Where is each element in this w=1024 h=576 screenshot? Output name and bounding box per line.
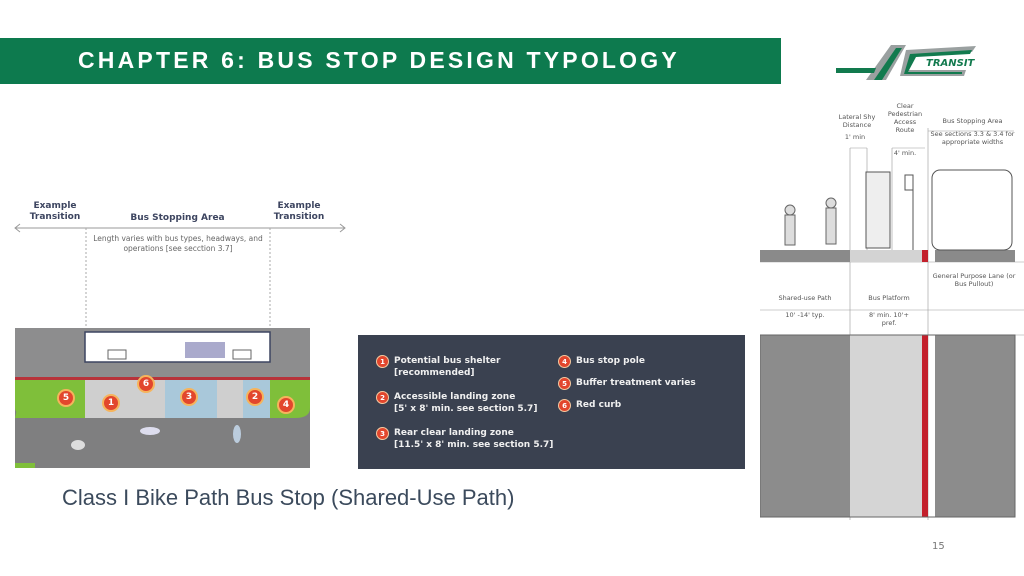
marker-4: 4 bbox=[277, 396, 295, 414]
marker-2: 2 bbox=[246, 388, 264, 406]
marker-5: 5 bbox=[57, 389, 75, 407]
col-bus-platform: Bus Platform bbox=[868, 294, 910, 302]
right-transition-label: Example Transition bbox=[273, 201, 325, 222]
plan-view-diagram: 1 2 3 4 5 6 bbox=[15, 328, 310, 468]
legend-text: Rear clear landing zone bbox=[394, 428, 514, 438]
shy-dim: 1' min bbox=[844, 133, 866, 141]
figure-caption: Class I Bike Path Bus Stop (Shared-Use P… bbox=[62, 485, 515, 510]
legend-item-2: 2 Accessible landing zone [5' x 8' min. se… bbox=[376, 391, 537, 415]
legend-text: Red curb bbox=[576, 400, 622, 410]
col-shared-path: Shared-use Path bbox=[778, 294, 832, 302]
legend-item-4: 4 Bus stop pole bbox=[558, 355, 645, 368]
legend-item-3: 3 Rear clear landing zone [11.5' x 8' min.… bbox=[376, 427, 553, 451]
legend-num: 6 bbox=[558, 399, 571, 412]
legend-num: 5 bbox=[558, 377, 571, 390]
shy-label: Lateral Shy Distance bbox=[838, 113, 876, 129]
stop-area-note: See sections 3.3 & 3.4 for appropriate w… bbox=[930, 130, 1015, 146]
legend-num: 3 bbox=[376, 427, 389, 440]
legend-item-1: 1 Potential bus shelter [recommended] bbox=[376, 355, 500, 379]
col-shared-path-dim: 10' -14' typ. bbox=[785, 311, 825, 319]
clear-route-dim: 4' min. bbox=[893, 149, 917, 157]
marker-1: 1 bbox=[102, 394, 120, 412]
dimension-lines bbox=[14, 223, 346, 332]
stop-area-label: Bus Stopping Area bbox=[942, 117, 1003, 125]
legend-box: 1 Potential bus shelter [recommended] 2 Acc… bbox=[358, 335, 745, 469]
left-transition-label: Example Transition bbox=[29, 201, 81, 222]
logo-text: TRANSIT bbox=[926, 58, 976, 69]
legend-num: 4 bbox=[558, 355, 571, 368]
legend-item-5: 5 Buffer treatment varies bbox=[558, 377, 696, 390]
col-bus-platform-dim: 8' min. 10'+ pref. bbox=[869, 311, 909, 327]
legend-text: Bus stop pole bbox=[576, 356, 645, 366]
clear-route-label: Clear Pedestrian Access Route bbox=[887, 102, 923, 134]
legend-text: Buffer treatment varies bbox=[576, 378, 696, 388]
legend-sub: [5' x 8' min. see section 5.7] bbox=[394, 404, 538, 414]
legend-sub: [11.5' x 8' min. see section 5.7] bbox=[394, 440, 554, 450]
length-note: Length varies with bus types, headways, … bbox=[93, 234, 263, 253]
center-stopping-label: Bus Stopping Area bbox=[130, 213, 225, 223]
legend-num: 2 bbox=[376, 391, 389, 404]
page-title: CHAPTER 6: BUS STOP DESIGN TYPOLOGY bbox=[78, 47, 680, 73]
legend-text: Potential bus shelter bbox=[394, 356, 501, 366]
col-general-lane: General Purpose Lane (or Bus Pullout) bbox=[932, 272, 1016, 288]
page-number: 15 bbox=[932, 541, 945, 552]
title-banner bbox=[0, 38, 781, 84]
legend-sub: [recommended] bbox=[394, 368, 475, 378]
legend-text: Accessible landing zone bbox=[394, 392, 516, 402]
marker-3: 3 bbox=[180, 388, 198, 406]
ac-transit-logo: TRANSIT bbox=[836, 40, 986, 85]
legend-item-6: 6 Red curb bbox=[558, 399, 621, 412]
marker-6: 6 bbox=[137, 375, 155, 393]
legend-num: 1 bbox=[376, 355, 389, 368]
cross-section-diagram: Lateral Shy Distance 1' min Clear Pedest… bbox=[760, 100, 1024, 520]
